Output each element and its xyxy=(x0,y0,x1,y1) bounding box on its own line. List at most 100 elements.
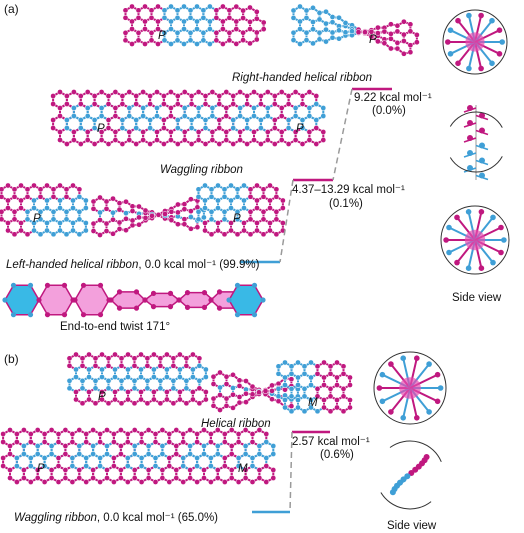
atom xyxy=(183,355,190,362)
atom xyxy=(48,427,55,433)
atom xyxy=(285,125,292,131)
atom xyxy=(226,7,233,14)
atom xyxy=(83,205,89,211)
atom xyxy=(196,377,203,384)
atom xyxy=(31,205,37,211)
atom xyxy=(292,89,299,95)
atom xyxy=(174,14,181,21)
atom xyxy=(79,385,86,392)
atom xyxy=(177,351,183,358)
atom xyxy=(144,385,151,392)
atom xyxy=(98,113,105,119)
energy-mid-pct: (0.1%) xyxy=(329,198,363,210)
atom xyxy=(105,385,112,392)
atom xyxy=(112,351,118,358)
atom xyxy=(264,137,271,143)
atom xyxy=(208,216,215,223)
atom xyxy=(174,7,181,14)
atom xyxy=(207,18,213,25)
atom xyxy=(168,18,174,25)
atom xyxy=(202,125,209,131)
atom xyxy=(27,439,34,445)
atom xyxy=(151,396,157,403)
atom xyxy=(235,455,242,461)
atom xyxy=(216,93,223,99)
energy-high-pct: (0.0%) xyxy=(372,105,406,117)
atom xyxy=(41,431,48,437)
atom xyxy=(188,125,195,131)
atom xyxy=(407,28,414,35)
atom xyxy=(145,443,152,449)
energy-levels-a xyxy=(240,87,392,264)
atom xyxy=(388,45,394,52)
atom xyxy=(62,427,69,433)
atom xyxy=(308,382,314,388)
atom xyxy=(168,26,174,32)
waggling-caption-a: Waggling ribbon xyxy=(160,164,243,176)
atom xyxy=(216,125,223,131)
atom xyxy=(166,463,173,469)
atom xyxy=(152,479,159,485)
atom xyxy=(347,374,353,381)
atom xyxy=(11,216,18,223)
atom xyxy=(112,129,119,135)
atom xyxy=(105,93,112,99)
atom xyxy=(264,89,271,95)
atom xyxy=(31,220,37,226)
atom xyxy=(129,18,135,25)
atom xyxy=(228,451,235,457)
atom xyxy=(414,32,420,38)
atom xyxy=(170,355,177,362)
bond xyxy=(463,122,477,128)
atom xyxy=(24,231,31,238)
atom xyxy=(426,409,432,415)
atom xyxy=(57,182,63,189)
atom xyxy=(27,479,34,485)
atom xyxy=(285,101,292,107)
atom xyxy=(195,208,202,215)
atom xyxy=(490,214,496,221)
atom xyxy=(138,455,145,461)
atom xyxy=(201,214,207,221)
atom xyxy=(133,101,140,107)
atom xyxy=(90,228,97,234)
atom xyxy=(221,186,228,193)
atom xyxy=(70,182,76,189)
atom xyxy=(14,431,20,437)
atom xyxy=(168,208,175,215)
atom xyxy=(263,439,270,445)
atom xyxy=(155,18,161,25)
atom xyxy=(306,105,313,111)
atom xyxy=(166,479,173,485)
atom xyxy=(86,374,92,380)
energy-b-label: 2.57 kcal mol⁻¹ xyxy=(292,436,370,448)
atom xyxy=(203,374,209,380)
atom xyxy=(201,304,208,310)
atom xyxy=(44,220,50,226)
atom xyxy=(262,388,269,394)
atom xyxy=(237,113,243,119)
atom xyxy=(221,208,228,215)
atom xyxy=(314,393,321,400)
atom xyxy=(116,226,123,232)
atom xyxy=(122,29,129,36)
atom xyxy=(375,30,381,36)
atom xyxy=(208,463,214,469)
atom xyxy=(5,197,11,204)
atom xyxy=(401,50,407,57)
atom xyxy=(241,205,247,211)
atom xyxy=(5,227,11,234)
atom xyxy=(228,197,234,204)
atom xyxy=(170,377,177,384)
atom xyxy=(188,196,194,203)
atom xyxy=(50,193,57,200)
atom xyxy=(282,397,288,403)
atom xyxy=(50,216,57,223)
atom xyxy=(108,297,114,303)
atom xyxy=(237,89,243,95)
atom xyxy=(381,40,388,47)
atom xyxy=(77,93,84,99)
atom xyxy=(138,479,145,485)
atom xyxy=(44,227,50,234)
atom xyxy=(273,193,280,200)
